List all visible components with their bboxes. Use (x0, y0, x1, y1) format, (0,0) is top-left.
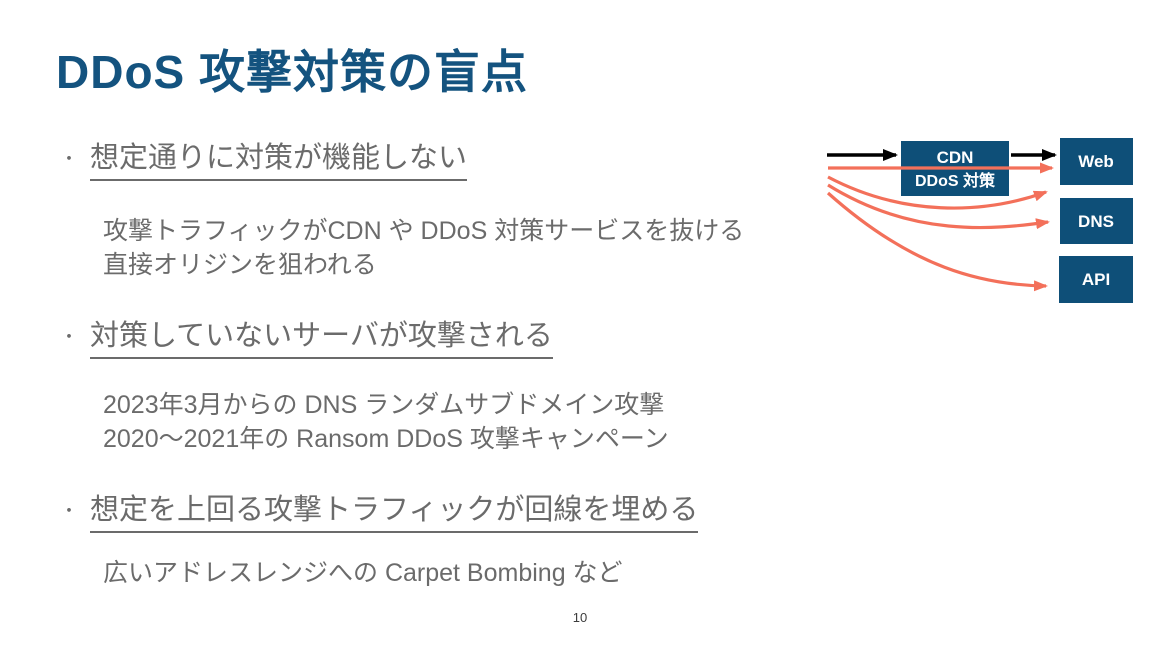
detail-line: 直接オリジンを狙われる (103, 251, 377, 279)
dns-box-label: DNS (1078, 212, 1114, 231)
bullet-heading-1: 想定通りに対策が機能しない (90, 134, 468, 181)
bullet-marker: ・ (60, 326, 78, 347)
detail-line: 2023年3月からの DNS ランダムサブドメイン攻撃 (103, 391, 665, 419)
page-title: DDoS 攻撃対策の盲点 (56, 46, 528, 98)
bullet-marker: ・ (60, 148, 78, 169)
bullet-heading-3: 想定を上回る攻撃トラフィックが回線を埋める (90, 486, 699, 533)
page-number: 10 (572, 610, 588, 625)
detail-line: 2020〜2021年の Ransom DDoS 攻撃キャンペーン (103, 425, 669, 453)
bullet-detail-3: 広いアドレスレンジへの Carpet Bombing など (103, 556, 623, 590)
bullet-item-1: ・ 想定通りに対策が機能しない (60, 134, 468, 181)
attack-arrow-api (826, 191, 1048, 292)
bullet-item-3: ・ 想定を上回る攻撃トラフィックが回線を埋める (60, 486, 699, 533)
attack-arrow-dns (827, 183, 1050, 230)
bullet-detail-2: 2023年3月からの DNS ランダムサブドメイン攻撃 2020〜2021年の … (103, 388, 669, 456)
ddos-box-label: DDoS 対策 (915, 171, 996, 190)
bullet-marker: ・ (60, 500, 78, 521)
cdn-box-label: CDN (937, 148, 974, 167)
cdn-bypass-diagram: CDN DDoS 対策 Web DNS API (826, 138, 1133, 303)
attack-arrow-origin-web (827, 175, 1048, 210)
dns-server-box (1060, 198, 1133, 244)
api-server-box (1059, 256, 1133, 303)
web-box-label: Web (1078, 152, 1114, 171)
bullet-heading-2: 対策していないサーバが攻撃される (90, 312, 553, 359)
detail-line: 広いアドレスレンジへの Carpet Bombing など (103, 559, 623, 587)
bullet-item-2: ・ 対策していないサーバが攻撃される (60, 312, 553, 359)
api-box-label: API (1082, 270, 1110, 289)
web-server-box (1060, 138, 1133, 185)
bullet-detail-1: 攻撃トラフィックがCDN や DDoS 対策サービスを抜ける 直接オリジンを狙わ… (103, 214, 744, 282)
detail-line: 攻撃トラフィックがCDN や DDoS 対策サービスを抜ける (103, 217, 745, 245)
